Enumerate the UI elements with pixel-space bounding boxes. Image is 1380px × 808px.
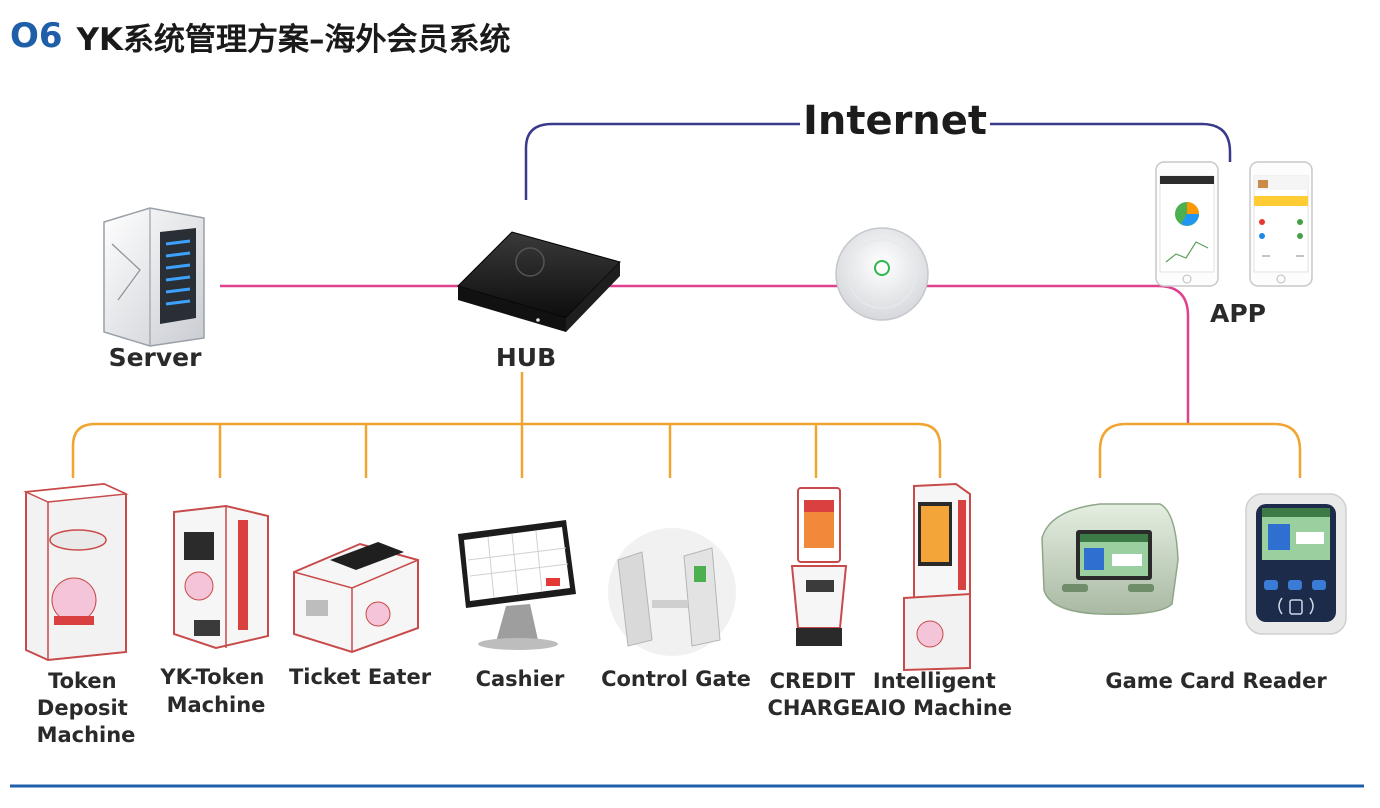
token-deposit-line-2: Deposit bbox=[37, 696, 128, 720]
page-title: O6 YK系统管理方案–海外会员系统 bbox=[10, 14, 511, 58]
device-bus bbox=[71, 422, 942, 478]
token-deposit-label: Token Deposit Machine bbox=[37, 669, 136, 747]
control-gate-label: Control Gate bbox=[601, 667, 751, 691]
yk-token-line-2: Machine bbox=[167, 693, 266, 717]
cashier-label: Cashier bbox=[476, 667, 565, 691]
aio-machine-label: Intelligent AIO Machine bbox=[864, 669, 1012, 720]
cashier-terminal-icon bbox=[458, 520, 576, 650]
token-deposit-line-1: Token bbox=[48, 669, 117, 693]
yk-token-line-1: YK-Token bbox=[159, 665, 264, 689]
game-card-reader-icon bbox=[1245, 493, 1347, 635]
server-icon bbox=[103, 207, 205, 347]
credit-charge-kiosk-icon bbox=[790, 487, 848, 646]
yk-token-machine-icon bbox=[173, 504, 269, 650]
token-deposit-machine-icon bbox=[23, 482, 129, 662]
credit-charge-label: CREDIT CHARGE bbox=[768, 669, 865, 720]
phone-icon bbox=[1155, 161, 1219, 287]
reader-bus bbox=[1098, 422, 1302, 478]
aio-machine-icon bbox=[903, 482, 971, 672]
app-label: APP bbox=[1210, 299, 1266, 328]
credit-charge-line-2: CHARGE bbox=[768, 696, 865, 720]
device-drops bbox=[218, 424, 818, 478]
internet-line-right bbox=[990, 122, 1232, 162]
access-point-icon bbox=[835, 227, 929, 321]
server-label: Server bbox=[109, 343, 203, 372]
game-card-reader-label: Game Card Reader bbox=[1105, 669, 1327, 693]
ticket-eater-icon bbox=[293, 542, 419, 654]
internet-label: Internet bbox=[803, 98, 987, 144]
hub-icon bbox=[457, 231, 621, 332]
ap-reader-link bbox=[926, 284, 1190, 424]
token-deposit-line-3: Machine bbox=[37, 723, 136, 747]
game-card-reader-icon bbox=[1041, 503, 1179, 616]
yk-token-label: YK-Token Machine bbox=[159, 665, 271, 717]
section-number: O6 bbox=[10, 16, 63, 56]
internet-line-left bbox=[524, 122, 800, 200]
ticket-eater-label: Ticket Eater bbox=[289, 665, 432, 689]
aio-line-2: AIO Machine bbox=[864, 696, 1012, 720]
hub-label: HUB bbox=[496, 343, 556, 372]
phone-icon bbox=[1249, 161, 1313, 287]
section-title: YK系统管理方案–海外会员系统 bbox=[76, 21, 511, 58]
credit-charge-line-1: CREDIT bbox=[770, 669, 856, 693]
control-gate-icon bbox=[608, 528, 736, 656]
aio-line-1: Intelligent bbox=[873, 669, 996, 693]
